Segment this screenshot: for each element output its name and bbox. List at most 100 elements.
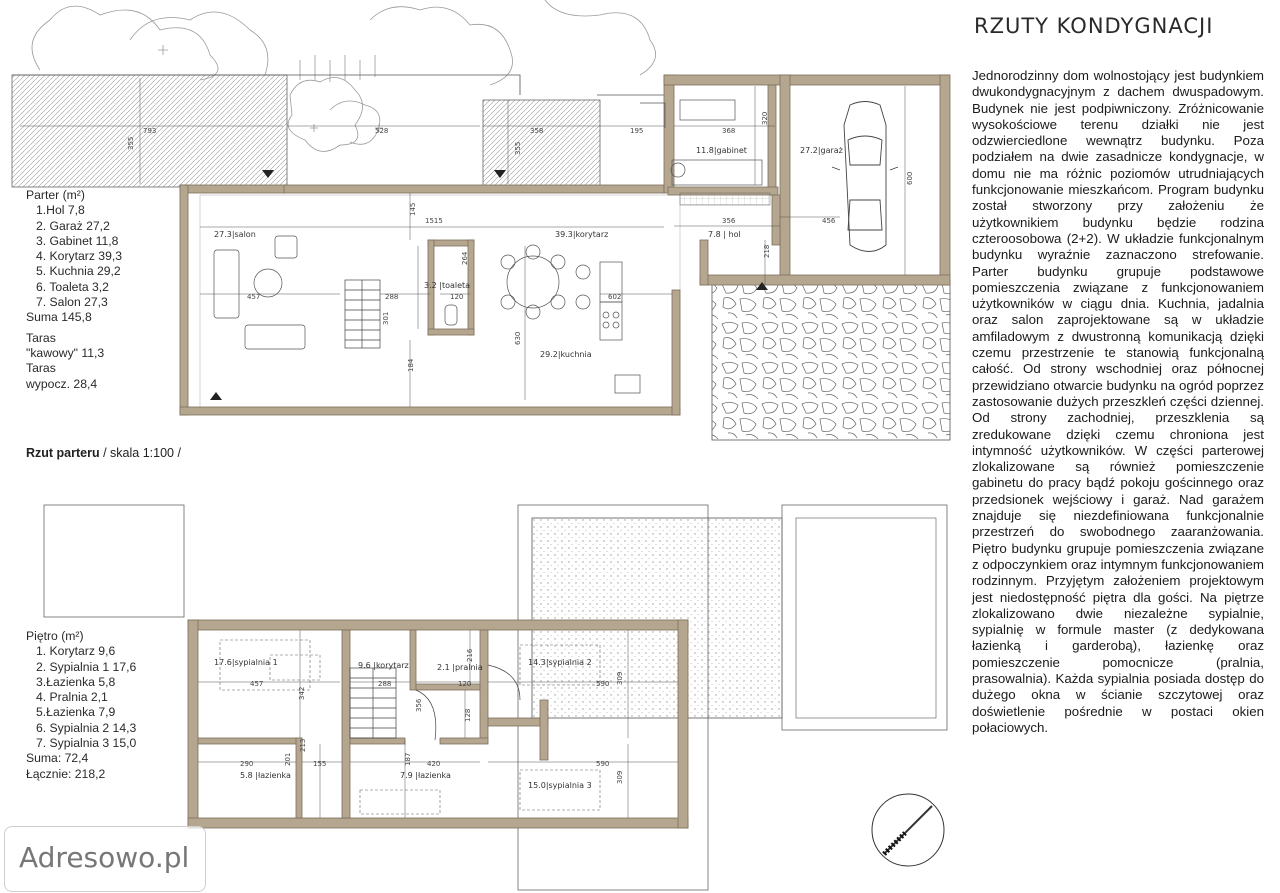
total-area: Łącznie: 218,2 [26, 766, 106, 781]
terrace-label: Taras [26, 330, 56, 345]
svg-text:356: 356 [415, 698, 423, 712]
svg-text:368: 368 [722, 127, 735, 135]
room-label-lazienka-2: 7.9 |łazienka [400, 771, 451, 780]
room-label-korytarz-pietro: 9.6 |korytarz [358, 661, 409, 670]
svg-text:213: 213 [299, 739, 307, 752]
terrace-label: "kawowy" 11,3 [26, 345, 105, 360]
svg-text:602: 602 [608, 293, 621, 301]
svg-text:590: 590 [596, 760, 609, 768]
svg-text:793: 793 [143, 127, 156, 135]
legend-item: 1.Hol 7,8 [36, 203, 85, 218]
room-label-kuchnia: 29.2|kuchnia [540, 350, 592, 359]
pietro-sum: Suma: 72,4 [26, 751, 89, 766]
room-label-gabinet: 11.8|gabinet [696, 146, 747, 155]
svg-text:201: 201 [284, 753, 292, 766]
legend-item: 3.Łazienka 5,8 [36, 674, 116, 689]
room-label-hol: 7.8 | hol [708, 230, 741, 239]
svg-text:630: 630 [514, 332, 522, 345]
svg-text:457: 457 [247, 293, 260, 301]
room-label-toaleta: 3.2 |toaleta [424, 281, 470, 290]
svg-text:420: 420 [427, 760, 440, 768]
svg-text:528: 528 [375, 127, 388, 135]
upper-room-labels: 17.6|sypialnia 1 9.6 |korytarz 2.1 |pral… [214, 658, 592, 790]
svg-text:456: 456 [822, 217, 836, 225]
svg-text:356: 356 [722, 217, 736, 225]
ground-floor-caption: Rzut parteru / skala 1:100 / [26, 446, 181, 460]
room-label-korytarz: 39.3|korytarz [555, 230, 608, 239]
parter-sum: Suma 145,8 [26, 310, 92, 325]
page-title: RZUTY KONDYGNACJI [974, 14, 1214, 38]
legend-item: 6. Toaleta 3,2 [36, 279, 109, 294]
ground-furniture [213, 99, 763, 394]
svg-text:600: 600 [906, 172, 914, 185]
svg-text:184: 184 [407, 358, 415, 372]
svg-text:128: 128 [464, 709, 472, 722]
legend-item: 6. Sypialnia 2 14,3 [36, 720, 137, 735]
legend-item: 7. Sypialnia 3 15,0 [36, 736, 137, 751]
room-label-pralnia: 2.1 |pralnia [437, 663, 483, 672]
terrace-label: Taras [26, 361, 56, 376]
svg-text:342: 342 [298, 687, 306, 700]
watermark-logo: Adresowo.pl [4, 826, 206, 892]
ground-floor-walls [179, 74, 951, 416]
svg-text:457: 457 [250, 680, 263, 688]
svg-text:355: 355 [127, 137, 135, 150]
room-label-sypialnia-3: 15.0|sypialnia 3 [528, 781, 592, 790]
parter-legend-title: Parter (m²) [26, 188, 85, 202]
room-label-garaz: 27.2|garaż [800, 146, 843, 155]
compass-icon [871, 793, 945, 867]
legend-item: 4. Pralnia 2,1 [36, 690, 108, 705]
legend-item: 7. Salon 27,3 [36, 295, 108, 310]
svg-text:320: 320 [761, 112, 769, 125]
void-outline [43, 504, 185, 618]
svg-text:288: 288 [378, 680, 391, 688]
paving [711, 279, 951, 441]
svg-text:590: 590 [596, 680, 609, 688]
ground-dimension-labels: 793 355 528 358 355 195 368 320 600 1515… [127, 112, 914, 372]
svg-text:145: 145 [409, 203, 417, 216]
room-label-sypialnia-2: 14.3|sypialnia 2 [528, 658, 592, 667]
upper-furniture [219, 639, 601, 815]
legend-item: 4. Korytarz 39,3 [36, 249, 123, 264]
svg-text:218: 218 [763, 245, 771, 258]
watermark-text: Adresowo.pl [19, 841, 190, 874]
svg-text:216: 216 [466, 648, 474, 662]
legend-item: 1. Korytarz 9,6 [36, 644, 116, 659]
caption-scale: / skala 1:100 / [99, 446, 181, 460]
legend-item: 2. Garaż 27,2 [36, 218, 110, 233]
pietro-legend-title: Piętro (m²) [26, 629, 84, 643]
caption-bold: Rzut parteru [26, 446, 100, 460]
legend-item: 3. Gabinet 11,8 [36, 233, 119, 248]
upper-floor-walls [187, 619, 689, 829]
parter-legend: Parter (m²) 1.Hol 7,8 2. Garaż 27,2 3. G… [26, 188, 122, 392]
room-label-lazienka-1: 5.8 |łazienka [240, 771, 291, 780]
upper-dimension-lines [198, 630, 678, 818]
svg-text:355: 355 [514, 142, 522, 155]
legend-item: 2. Sypialnia 1 17,6 [36, 659, 137, 674]
upper-stairs [349, 664, 521, 741]
roof-area [531, 517, 783, 719]
svg-text:290: 290 [240, 760, 253, 768]
upper-dimension-labels: 457 342 288 216 120 590 309 290 201 213 … [240, 648, 624, 784]
legend-item: 5. Kuchnia 29,2 [36, 264, 121, 279]
svg-text:120: 120 [450, 293, 463, 301]
svg-text:1515: 1515 [425, 217, 443, 225]
svg-text:288: 288 [385, 293, 398, 301]
room-label-sypialnia-1: 17.6|sypialnia 1 [214, 658, 278, 667]
legend-item: 5.Łazienka 7,9 [36, 705, 116, 720]
pietro-legend: Piętro (m²) 1. Korytarz 9,6 2. Sypialnia… [26, 629, 136, 782]
ground-dimension-lines [20, 78, 906, 407]
svg-text:120: 120 [458, 680, 471, 688]
ground-room-labels: 27.3|salon 39.3|korytarz 7.8 | hol 11.8|… [214, 146, 843, 359]
svg-text:309: 309 [616, 771, 624, 784]
svg-text:187: 187 [404, 753, 412, 766]
terrace-label: wypocz. 28,4 [26, 376, 98, 391]
svg-text:358: 358 [530, 127, 543, 135]
car-icon [831, 101, 899, 252]
svg-text:264: 264 [461, 251, 469, 265]
garden-sketch [31, 0, 657, 152]
svg-text:155: 155 [313, 760, 326, 768]
description-text: Jednorodzinny dom wolnostojący jest budy… [972, 68, 1264, 735]
room-label-salon: 27.3|salon [214, 230, 256, 239]
